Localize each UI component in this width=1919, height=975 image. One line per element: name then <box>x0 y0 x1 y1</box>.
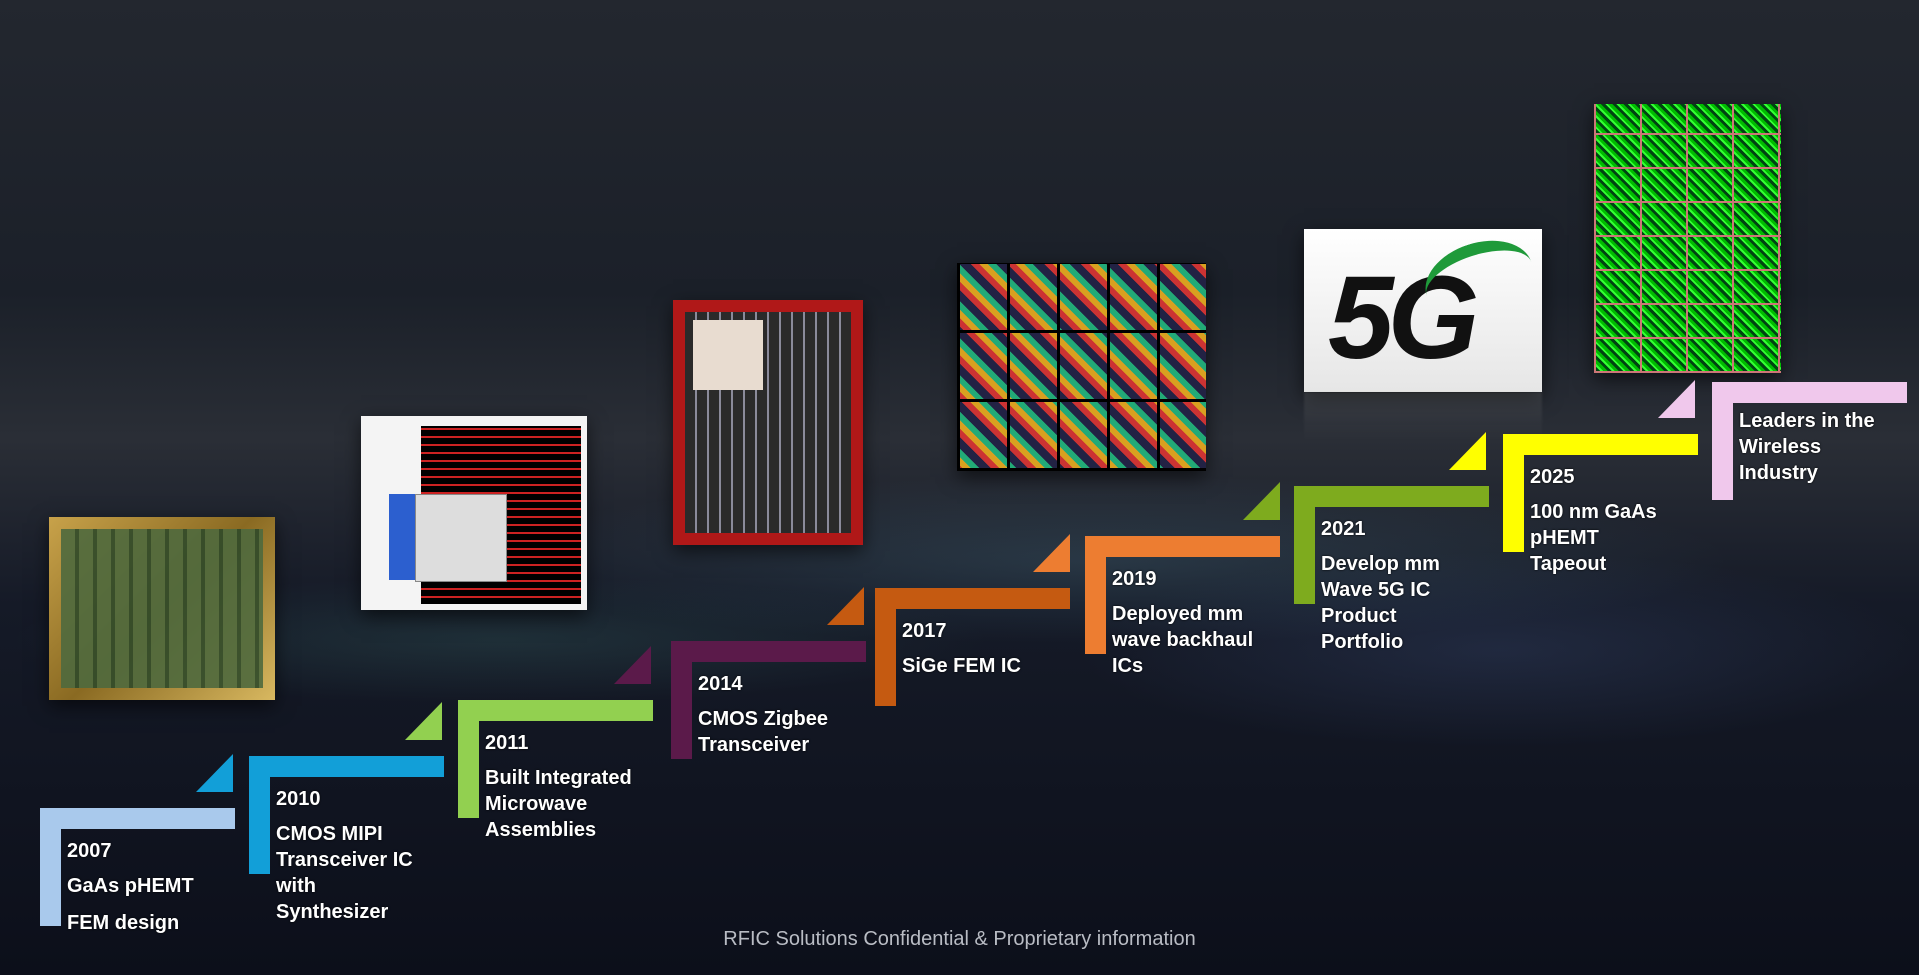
milestone-text: Transceiver <box>698 734 810 756</box>
milestone-text: Industry <box>1739 462 1818 484</box>
milestone-year: 2014 <box>698 673 743 695</box>
sige-fem-layout-image <box>957 263 1206 471</box>
step-arrow-icon <box>614 646 651 684</box>
bracket-bar <box>1712 382 1907 403</box>
bracket-stem <box>458 700 479 818</box>
milestone-year: 2017 <box>902 620 947 642</box>
5g-logo-image: 5G <box>1304 227 1543 392</box>
milestone-text: Built Integrated <box>485 767 632 789</box>
gaas-phemt-layout-image <box>1594 104 1781 373</box>
bracket-stem <box>1294 486 1315 604</box>
milestone-year: 2011 <box>485 732 529 754</box>
milestone-text: SiGe FEM IC <box>902 655 1021 677</box>
milestone-text: GaAs pHEMT <box>67 875 194 897</box>
step-arrow-icon <box>827 587 864 625</box>
milestone-text: FEM design <box>67 912 180 934</box>
bracket-stem <box>671 641 692 759</box>
milestone-text: wave backhaul <box>1112 629 1254 651</box>
5g-logo-text: 5G <box>1328 252 1479 384</box>
cmos-zigbee-chip-image <box>673 300 863 545</box>
bracket-bar <box>1503 434 1698 455</box>
milestone-year: 2025 <box>1530 466 1575 488</box>
milestone-text: 100 nm GaAs <box>1530 501 1657 523</box>
cmos-mipi-layout-image <box>361 416 587 610</box>
bracket-bar <box>40 808 235 829</box>
step-arrow-icon <box>1243 482 1280 520</box>
step-arrow-icon <box>1658 380 1695 418</box>
step-arrow-icon <box>196 754 233 792</box>
milestone-year: 2007 <box>67 840 112 862</box>
bracket-stem <box>1503 434 1524 552</box>
step-arrow-icon <box>1033 534 1070 572</box>
milestone-text: Product <box>1321 605 1397 627</box>
bracket-bar <box>458 700 653 721</box>
bracket-stem <box>875 588 896 706</box>
bracket-bar <box>875 588 1070 609</box>
bracket-bar <box>249 756 444 777</box>
bracket-bar <box>1085 536 1280 557</box>
milestone-text: Transceiver IC <box>276 849 413 871</box>
milestone-text: Portfolio <box>1321 631 1404 653</box>
milestone-year: 2010 <box>276 788 321 810</box>
step-arrow-icon <box>405 702 442 740</box>
milestone-text: Wave 5G IC <box>1321 579 1431 601</box>
milestone-text: ICs <box>1112 655 1144 677</box>
confidentiality-footer: RFIC Solutions Confidential & Proprietar… <box>723 928 1196 950</box>
bracket-bar <box>671 641 866 662</box>
gaas-fem-board-image <box>49 517 275 700</box>
bracket-stem <box>40 808 61 926</box>
milestone-text: with <box>276 875 316 897</box>
milestone-text: pHEMT <box>1530 527 1599 549</box>
milestone-text: Microwave <box>485 793 588 815</box>
milestone-text: Synthesizer <box>276 901 389 923</box>
5g-logo-reflection <box>1304 392 1542 442</box>
bracket-stem <box>1712 382 1733 500</box>
milestone-text: Leaders in the <box>1739 410 1875 432</box>
bracket-bar <box>1294 486 1489 507</box>
milestone-text: Wireless <box>1739 436 1822 458</box>
milestone-text: CMOS MIPI <box>276 823 383 845</box>
bracket-stem <box>1085 536 1106 654</box>
signal-waves-icon <box>1415 227 1543 331</box>
bracket-stem <box>249 756 270 874</box>
milestone-text: Assemblies <box>485 819 597 841</box>
milestone-year: 2021 <box>1321 518 1366 540</box>
milestone-text: Tapeout <box>1530 553 1607 575</box>
milestone-text: CMOS Zigbee <box>698 708 829 730</box>
milestone-year: 2019 <box>1112 568 1157 590</box>
milestone-text: Develop mm <box>1321 553 1440 575</box>
milestone-text: Deployed mm <box>1112 603 1244 625</box>
step-arrow-icon <box>1449 432 1486 470</box>
